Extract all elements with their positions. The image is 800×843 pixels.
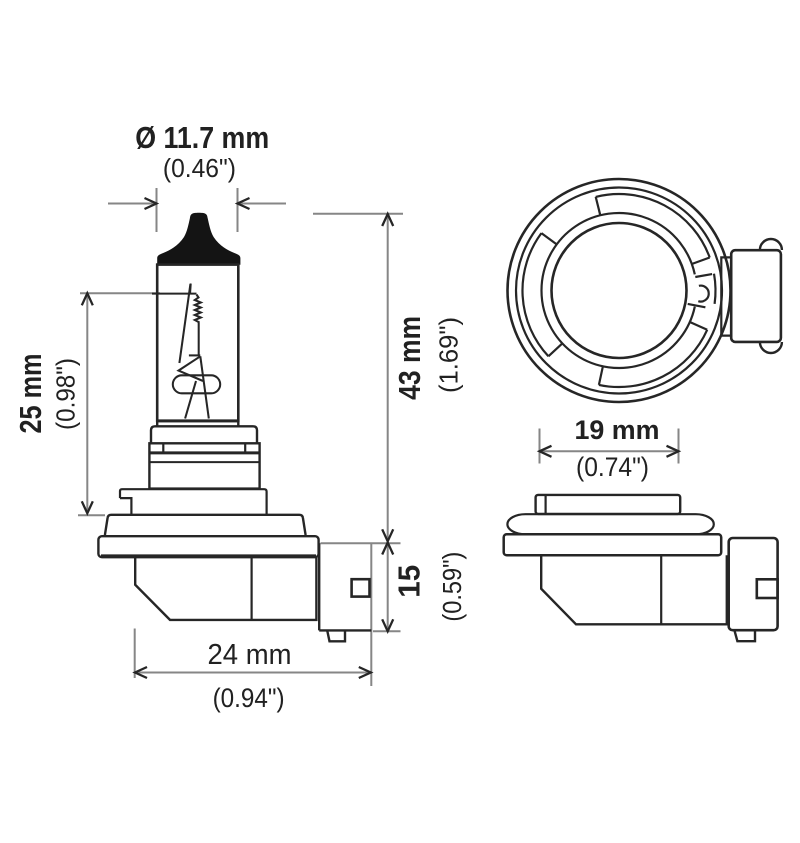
svg-text:(0.59"): (0.59") (437, 552, 467, 622)
svg-text:Ø 11.7 mm: Ø 11.7 mm (135, 120, 269, 155)
svg-text:(0.46"): (0.46") (163, 153, 236, 183)
svg-text:(0.74"): (0.74") (576, 452, 649, 482)
svg-text:(0.98"): (0.98") (51, 358, 81, 430)
svg-text:25 mm: 25 mm (13, 354, 48, 434)
svg-text:43 mm: 43 mm (392, 316, 427, 400)
svg-text:(0.94"): (0.94") (213, 683, 285, 713)
svg-text:19 mm: 19 mm (575, 415, 660, 445)
svg-text:(1.69"): (1.69") (434, 317, 464, 393)
svg-text:15: 15 (392, 565, 427, 598)
svg-text:24 mm: 24 mm (208, 639, 292, 671)
